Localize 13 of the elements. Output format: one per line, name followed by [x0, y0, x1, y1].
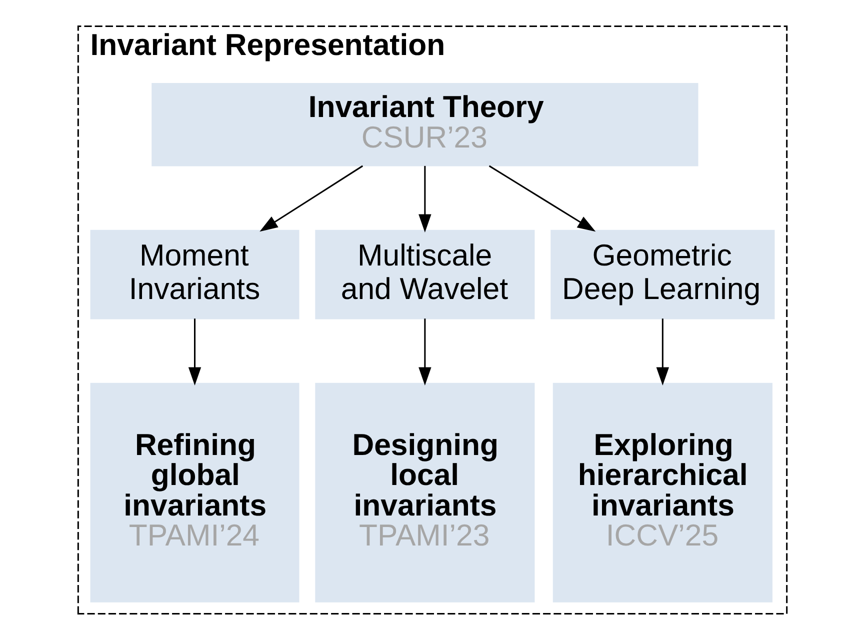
arrow: [488, 165, 596, 232]
arrow: [656, 318, 669, 386]
node-box: Geometric Deep Learning: [550, 230, 774, 320]
arrow: [418, 318, 431, 386]
node-box: Refining global invariants TPAMI’24: [90, 382, 299, 602]
node-box: Designing local invariants TPAMI’23: [314, 382, 534, 602]
node-box: Multiscale and Wavelet: [314, 230, 534, 320]
arrow: [418, 166, 431, 232]
arrow: [188, 318, 201, 386]
node-box: Moment Invariants: [90, 230, 299, 320]
node-box: Exploring hierarchical invariants ICCV’25: [552, 382, 772, 602]
arrow: [259, 165, 363, 232]
node-box: Invariant Theory CSUR’23: [151, 83, 698, 166]
